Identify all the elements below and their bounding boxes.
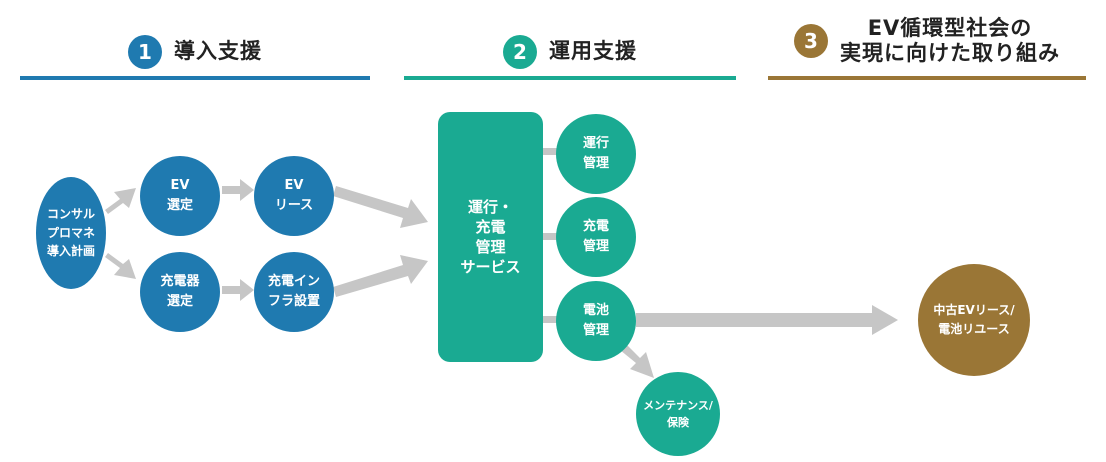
section-header-2: 2 運用支援 — [404, 30, 736, 74]
arrow-ev-select-to-lease — [222, 179, 254, 201]
section-divider — [20, 76, 370, 80]
charging-infra-node: 充電イン フラ設置 — [254, 252, 334, 332]
operation-management-node: 運行 管理 — [556, 114, 636, 194]
charging-management-node: 充電 管理 — [556, 197, 636, 277]
node-label: 中古EVリース/ 電池リユース — [933, 303, 1015, 336]
node-label: コンサル プロマネ 導入計画 — [46, 207, 95, 259]
section-header-1: 1 導入支援 — [20, 30, 370, 74]
section-title: 導入支援 — [174, 39, 262, 64]
ev-selection-node: EV 選定 — [140, 156, 220, 236]
section-divider — [768, 76, 1086, 80]
node-label: メンテナンス/ 保険 — [643, 398, 713, 429]
node-label: EV リース — [274, 177, 314, 213]
arrow-infra-to-service — [333, 255, 428, 297]
arrow-battery-to-reuse — [636, 305, 898, 335]
node-label: 運行・ 充電 管理 サービス — [460, 197, 521, 277]
section-divider — [404, 76, 736, 80]
node-label: 充電器 選定 — [160, 273, 200, 309]
battery-management-node: 電池 管理 — [556, 281, 636, 361]
connector-service-charge — [540, 233, 558, 240]
step-number-badge: 3 — [794, 24, 828, 58]
arrow-ev-lease-to-service — [333, 186, 428, 228]
node-label: 運行 管理 — [582, 135, 609, 171]
node-label: EV 選定 — [166, 177, 193, 213]
ops-charging-service-box: 運行・ 充電 管理 サービス — [438, 112, 543, 362]
connector-service-battery — [540, 316, 558, 323]
used-ev-battery-reuse-node: 中古EVリース/ 電池リユース — [918, 264, 1030, 376]
node-label: 充電 管理 — [582, 218, 609, 254]
step-number-badge: 1 — [128, 35, 162, 69]
arrow-consul-to-ev-select — [105, 188, 136, 214]
charger-selection-node: 充電器 選定 — [140, 252, 220, 332]
node-label: 電池 管理 — [582, 302, 609, 338]
section-title: EV循環型社会の 実現に向けた取り組み — [840, 15, 1060, 65]
arrow-battery-to-maintenance — [620, 344, 654, 378]
arrow-charger-select-to-infra — [222, 279, 254, 301]
step-number-badge: 2 — [503, 35, 537, 69]
node-label: 充電イン フラ設置 — [267, 273, 320, 309]
consul-planning-node: コンサル プロマネ 導入計画 — [36, 177, 106, 289]
ev-lease-node: EV リース — [254, 156, 334, 236]
section-title: 運用支援 — [549, 39, 637, 64]
maintenance-insurance-node: メンテナンス/ 保険 — [636, 372, 720, 456]
connector-service-ops — [540, 148, 558, 155]
arrow-consul-to-charger-select — [105, 253, 136, 279]
section-header-3: 3 EV循環型社会の 実現に向けた取り組み — [768, 8, 1086, 74]
